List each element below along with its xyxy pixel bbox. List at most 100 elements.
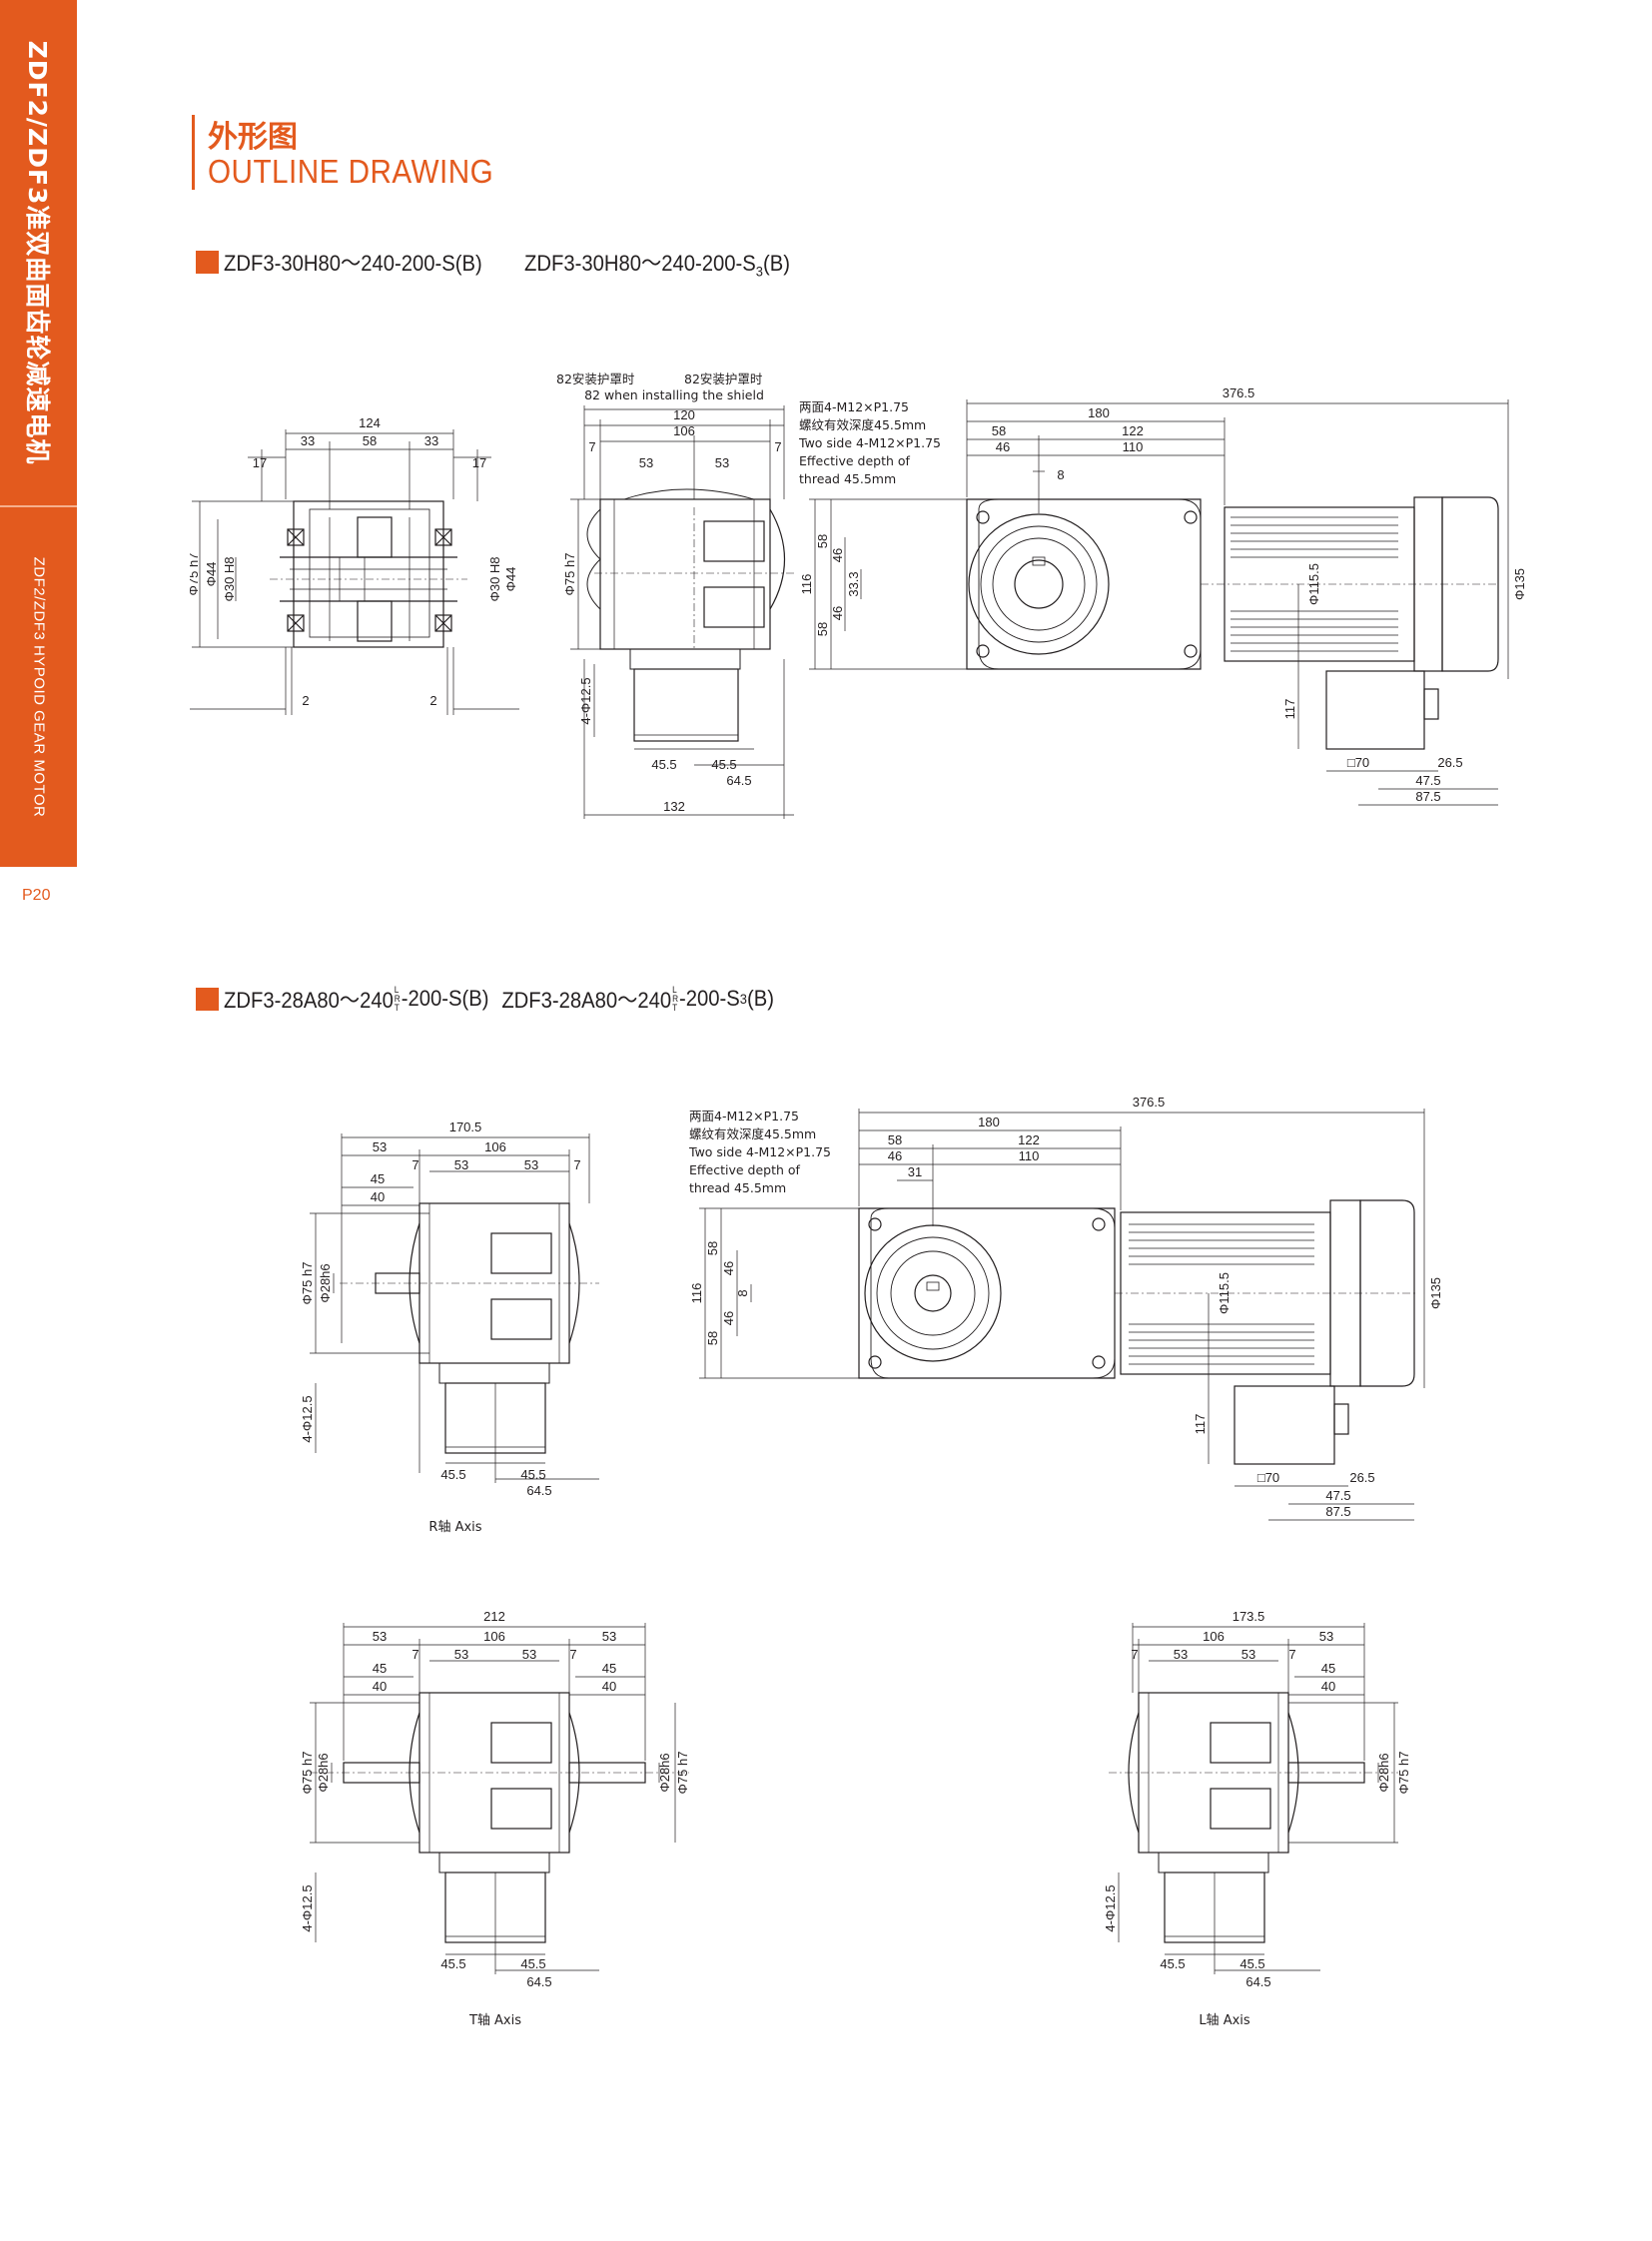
dim-label: 45.5	[440, 1956, 465, 1971]
side-view-motor-solid: 两面4-M12×P1.75 螺纹有效深度45.5mm Two side 4-M1…	[689, 1095, 1443, 1521]
side-tab-divider	[0, 505, 77, 507]
thread-note-cn-1: 两面4-M12×P1.75	[689, 1109, 799, 1123]
dim-label: 7	[412, 1647, 418, 1662]
model-code: ZDF3-30H80～240-200-S(B)	[224, 251, 482, 276]
model-code: ZDF3-28A80～240	[224, 988, 394, 1013]
dim-label: □70	[1347, 755, 1369, 770]
dim-label: 53	[454, 1647, 468, 1662]
dim-label: 58	[815, 622, 830, 636]
shaft-option-t: T	[394, 1002, 400, 1013]
dim-label: 7	[588, 439, 595, 454]
shield-note-cn-left: 82安装护罩时	[556, 372, 635, 386]
shaft-option-r: R	[672, 993, 679, 1004]
thread-note-en-3: thread 45.5mm	[689, 1180, 786, 1195]
model-code-suffix: -200-S(B)	[401, 986, 489, 1011]
dim-label: 46	[996, 439, 1010, 454]
hollow-shaft-section-view: 124 33 58 33 17 17 Φ75 h7 Φ44 Φ30 H8 Φ30…	[190, 415, 519, 715]
dim-label: 173.5	[1233, 1609, 1265, 1624]
dim-label: 46	[830, 548, 845, 562]
section-marker	[196, 251, 219, 275]
section-1-model-codes: ZDF3-30H80～240-200-S(B)ZDF3-30H80～240-20…	[224, 246, 790, 279]
shaft-option-r: R	[394, 993, 401, 1004]
section-2-model-codes: ZDF3-28A80～240 L R T -200-S(B) ZDF3-28A8…	[224, 983, 774, 1015]
dim-label: 40	[1321, 1679, 1335, 1694]
r-axis-caption: R轴 Axis	[428, 1520, 481, 1535]
side-view-motor-hollow: 两面4-M12×P1.75 螺纹有效深度45.5mm Two side 4-M1…	[799, 385, 1527, 806]
dim-label: 124	[359, 415, 381, 430]
page-title-cn: 外形图	[208, 120, 298, 155]
dim-label: □70	[1257, 1470, 1279, 1485]
dim-label: 120	[673, 407, 695, 422]
dim-label: 212	[483, 1609, 505, 1624]
dim-label: 33	[301, 433, 315, 448]
dim-label: 64.5	[726, 773, 751, 788]
dim-label: Φ115.5	[1306, 563, 1321, 605]
dim-label: 17	[253, 455, 267, 470]
dim-label: 110	[1019, 1148, 1040, 1163]
dim-label: 53	[1319, 1629, 1333, 1644]
dim-label: 26.5	[1437, 755, 1462, 770]
page-title-en: OUTLINE DRAWING	[208, 153, 494, 190]
dim-label: 53	[715, 455, 729, 470]
dim-label: Φ30 H8	[222, 556, 237, 601]
dim-label: 7	[1288, 1647, 1295, 1662]
model-code-suffix: (B)	[762, 251, 790, 276]
thread-note-cn-1: 两面4-M12×P1.75	[799, 399, 909, 414]
t-axis-view: 212 53 106 53 7 53 53 7 45 45 40 40 Φ75 …	[300, 1609, 690, 2028]
dim-label: 4-Φ12.5	[578, 677, 593, 724]
dim-label: 106	[483, 1629, 505, 1644]
thread-note-en-2: Effective depth of	[799, 453, 911, 468]
model-code-suffix: -200-S	[679, 986, 740, 1011]
front-view-hollow-shaft: 82安装护罩时 82安装护罩时 82 when installing the s…	[556, 372, 794, 819]
shaft-option-l: L	[394, 984, 400, 995]
section-marker	[196, 987, 219, 1011]
thread-note-en-1: Two side 4-M12×P1.75	[799, 435, 941, 450]
shaft-option-stack: L R T	[394, 984, 401, 1013]
dim-label: 46	[830, 606, 845, 620]
dim-label: Φ75 h7	[562, 553, 577, 596]
dim-label: 53	[373, 1139, 387, 1154]
dim-label: 170.5	[449, 1120, 482, 1134]
dim-label: Φ115.5	[1217, 1272, 1232, 1314]
dim-label: 4-Φ12.5	[300, 1884, 315, 1931]
dim-label: 7	[1131, 1647, 1138, 1662]
dim-label: 58	[888, 1132, 902, 1147]
shield-note-cn-right: 82安装护罩时	[684, 372, 763, 386]
dim-label: 31	[908, 1164, 922, 1179]
dim-label: 4-Φ12.5	[1103, 1884, 1118, 1931]
dim-label: 180	[1088, 405, 1110, 420]
dim-label: 40	[371, 1189, 385, 1204]
dim-label: 26.5	[1349, 1470, 1374, 1485]
dim-label: 58	[705, 1331, 720, 1345]
dim-label: 7	[412, 1157, 418, 1172]
model-code-subscript: 3	[755, 263, 763, 280]
dim-label: 180	[978, 1115, 1000, 1129]
dim-label: 58	[815, 534, 830, 548]
dim-label: 17	[472, 455, 486, 470]
dim-label: 53	[1241, 1647, 1255, 1662]
dim-label: 58	[705, 1241, 720, 1255]
series-title-cn: ZDF2/ZDF3准双曲面齿轮减速电机	[22, 40, 52, 465]
thread-note-cn-2: 螺纹有效深度45.5mm	[689, 1126, 816, 1141]
series-tab-cn-block: ZDF2/ZDF3准双曲面齿轮减速电机	[0, 0, 77, 505]
model-code-suffix: (B)	[746, 986, 774, 1011]
dim-label: Φ135	[1428, 1277, 1443, 1309]
thread-note-en-2: Effective depth of	[689, 1162, 801, 1177]
dim-label: 53	[639, 455, 653, 470]
r-axis-view: 170.5 53 106 7 53 53 7 45 40 Φ75 h7 Φ28h…	[300, 1120, 599, 1535]
dim-label: 46	[888, 1148, 902, 1163]
dim-label: 87.5	[1325, 1504, 1350, 1519]
dim-label: 53	[373, 1629, 387, 1644]
dim-label: 47.5	[1325, 1488, 1350, 1503]
dim-label: Φ44	[204, 562, 219, 587]
dim-label: 58	[363, 433, 377, 448]
dim-label: 53	[522, 1647, 536, 1662]
dim-label: 58	[992, 423, 1006, 438]
series-title-en: ZDF2/ZDF3 HYPOID GEAR MOTOR	[30, 556, 47, 818]
dim-label: 7	[573, 1157, 580, 1172]
dim-label: 53	[524, 1157, 538, 1172]
dim-label: 376.5	[1223, 385, 1255, 400]
shaft-option-l: L	[672, 984, 677, 995]
dim-label: 7	[774, 439, 781, 454]
dim-label: Φ75 h7	[675, 1752, 690, 1795]
